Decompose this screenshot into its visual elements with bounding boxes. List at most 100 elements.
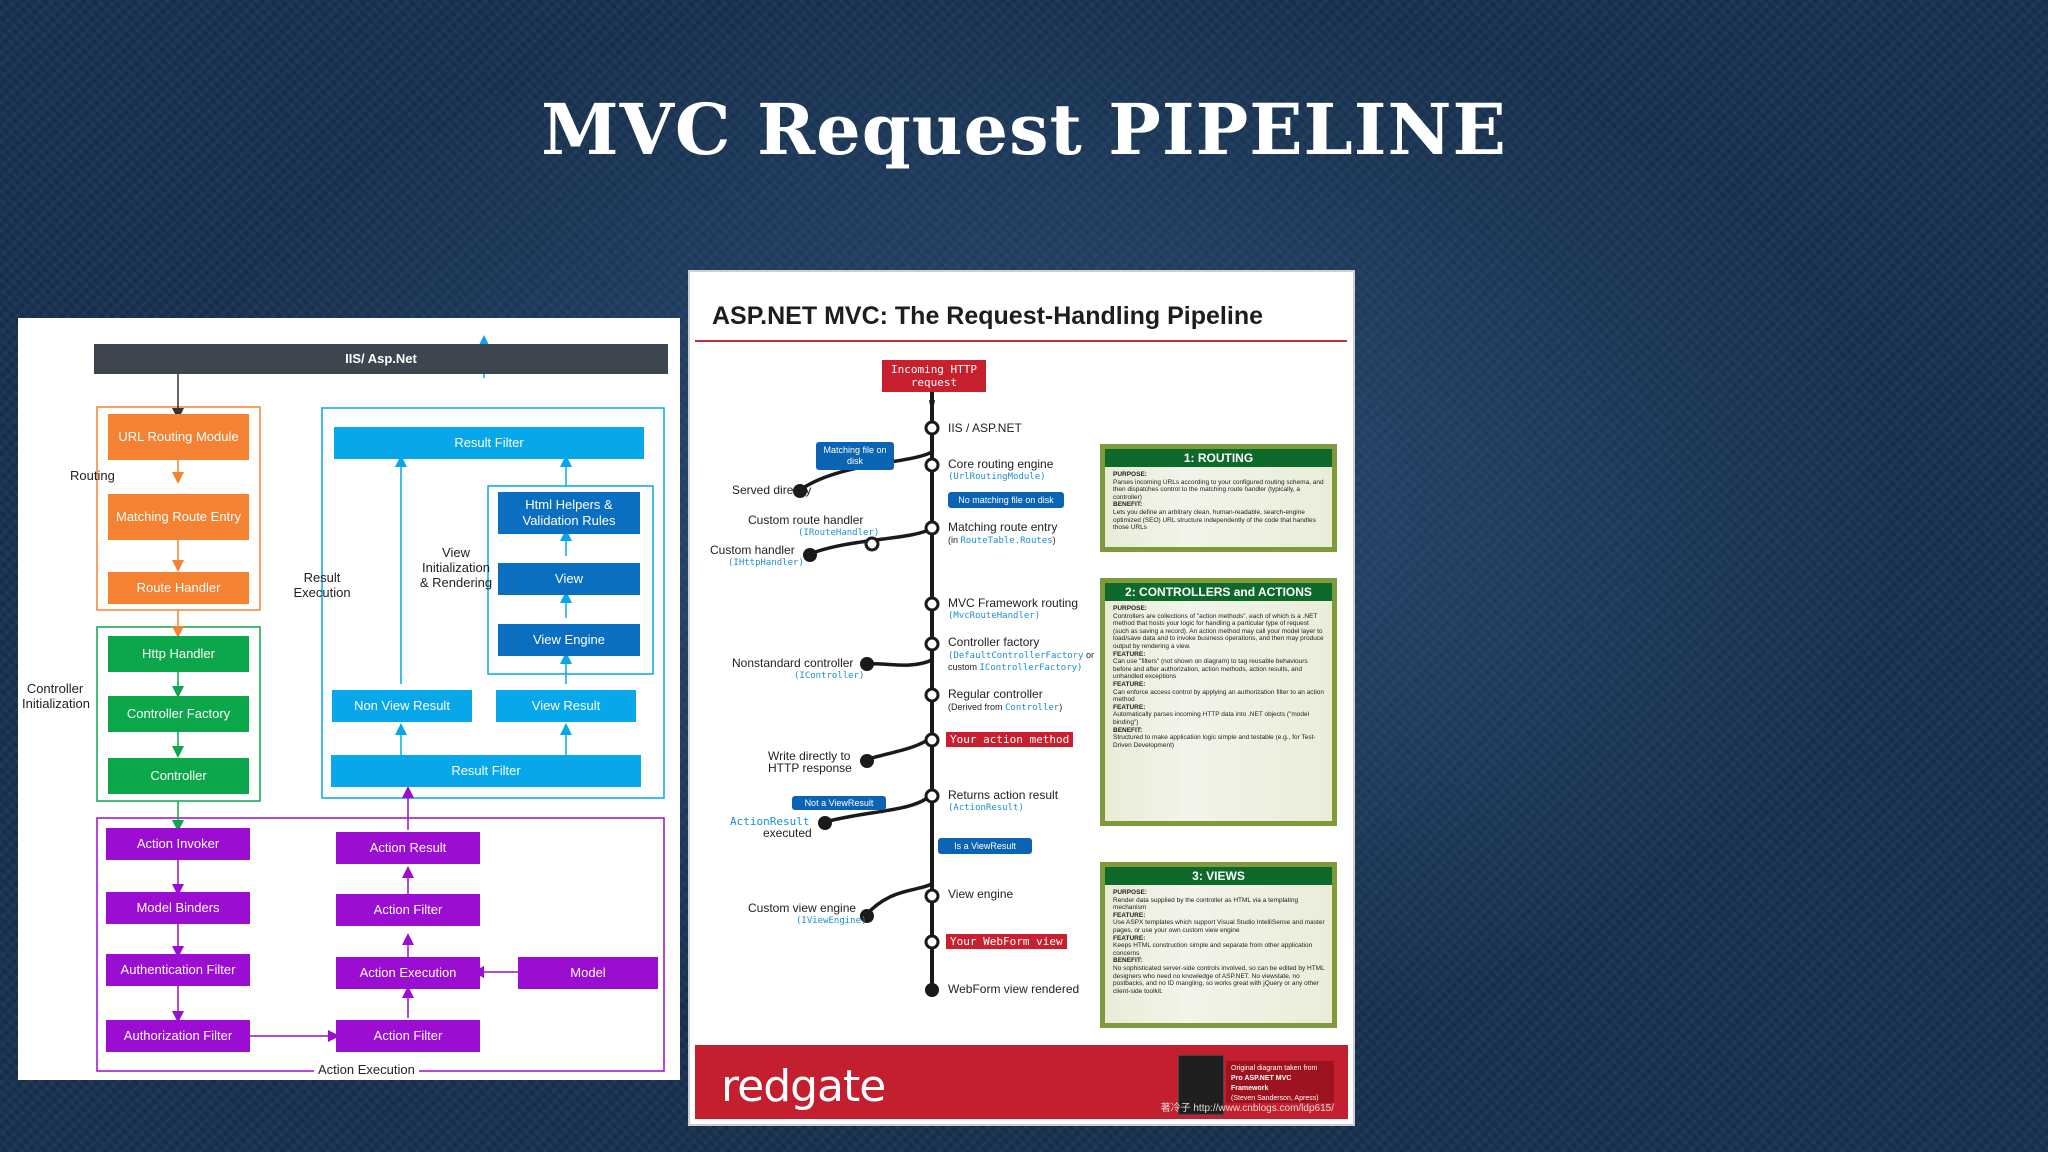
controller-box: Controller (108, 758, 249, 794)
view-box: View (498, 563, 640, 595)
views-feature1-label: FEATURE: (1113, 911, 1146, 919)
controllers-benefit-text: Structured to make application logic sim… (1113, 734, 1316, 749)
routing-purpose-text: Parses incoming URLs according to your c… (1113, 478, 1324, 501)
book-cover-icon (1178, 1055, 1224, 1115)
controller-factory-custom: custom (948, 662, 980, 672)
your-webform-view: Your WebForm view (946, 934, 1067, 949)
controllers-feature2-label: FEATURE: (1113, 680, 1146, 688)
view-initialization-label: View Initialization & Rendering (419, 545, 493, 590)
result-filter-bottom-box: Result Filter (331, 755, 641, 787)
views-feature2-text: Keeps HTML construction simple and separ… (1113, 942, 1313, 957)
controllers-purpose-label: PURPOSE: (1113, 605, 1147, 612)
action-result-box: Action Result (336, 832, 480, 864)
section-controllers-heading: 2: CONTROLLERS and ACTIONS (1105, 583, 1332, 601)
node-returns-result-code: (ActionResult) (948, 803, 1024, 813)
routing-purpose-label: PURPOSE: (1113, 471, 1147, 478)
credit-line-1: Original diagram taken from (1231, 1065, 1318, 1072)
url-routing-module-box: URL Routing Module (108, 414, 249, 460)
credit-line-3: (Steven Sanderson, Apress) (1231, 1095, 1319, 1102)
controllers-feature3-text: Automatically parses incoming HTTP data … (1113, 711, 1310, 726)
node-returns-result: Returns action result (948, 788, 1059, 802)
controller-initialization-label: Controller Initialization (22, 681, 90, 711)
views-feature2-label: FEATURE: (1113, 934, 1146, 942)
node-controller-factory-sub: (DefaultControllerFactory or (948, 649, 1094, 663)
http-handler-box: Http Handler (108, 636, 249, 672)
controller-factory-code: (DefaultControllerFactory (948, 651, 1084, 661)
title-divider (695, 340, 1347, 342)
matching-route-sub-pre: (in (948, 535, 961, 545)
action-filter-bottom-box: Action Filter (336, 1020, 480, 1052)
routing-benefit-label: BENEFIT: (1113, 501, 1143, 509)
callout-no-matching-file: No matching file on disk (948, 492, 1064, 508)
branch-custom-route-handler-code: (IRouteHandler) (798, 528, 880, 538)
watermark-text: 著冷子 http://www.cnblogs.com/ldp615/ (1160, 1103, 1334, 1114)
branch-nonstandard-controller: Nonstandard controller (732, 656, 854, 670)
route-handler-box: Route Handler (108, 572, 249, 604)
section-routing-body: PURPOSE: Parses incoming URLs according … (1113, 471, 1326, 532)
credit-box: Original diagram taken from Pro ASP.NET … (1226, 1061, 1334, 1103)
result-execution-label: Result Execution (293, 570, 351, 600)
result-filter-top-box: Result Filter (334, 427, 644, 459)
non-view-result-box: Non View Result (332, 690, 472, 722)
node-mvc-routing-code: (MvcRouteHandler) (948, 611, 1041, 621)
view-result-box: View Result (496, 690, 636, 722)
section-routing: 1: ROUTING PURPOSE: Parses incoming URLs… (1100, 444, 1337, 552)
branch-nonstandard-controller-code: (IController) (794, 671, 865, 681)
action-invoker-box: Action Invoker (106, 828, 250, 860)
controllers-purpose-text: Controllers are collections of "action m… (1113, 612, 1324, 650)
branch-custom-view-engine: Custom view engine (748, 901, 857, 915)
action-filter-top-box: Action Filter (336, 894, 480, 926)
callout-not-viewresult: Not a ViewResult (792, 796, 886, 810)
branch-custom-view-engine-code: (IViewEngine) (796, 916, 867, 926)
node-mvc-routing: MVC Framework routing (948, 596, 1079, 610)
authentication-filter-box: Authentication Filter (106, 954, 250, 986)
callout-matching-file: Matching file on disk (816, 442, 894, 470)
left-diagram-connectors (96, 335, 665, 1072)
node-core-routing: Core routing engine (948, 457, 1054, 471)
credit-line-2: Pro ASP.NET MVC Framework (1231, 1075, 1292, 1092)
node-regular-controller: Regular controller (948, 687, 1043, 701)
controllers-feature3-label: FEATURE: (1113, 703, 1146, 711)
views-benefit-label: BENEFIT: (1113, 957, 1143, 965)
section-views-heading: 3: VIEWS (1105, 867, 1332, 885)
views-benefit-text: No sophisticated server-side controls in… (1113, 964, 1325, 995)
regular-controller-code: Controller (1005, 703, 1060, 713)
pipeline-title: ASP.NET MVC: The Request-Handling Pipeli… (712, 302, 1263, 330)
section-controllers-body: PURPOSE: Controllers are collections of … (1113, 605, 1326, 749)
node-matching-route: Matching route entry (948, 520, 1058, 534)
matching-route-entry-box: Matching Route Entry (108, 494, 249, 540)
branch-custom-handler: Custom handler (710, 543, 795, 557)
html-helpers-box: Html Helpers & Validation Rules (498, 492, 640, 534)
controller-factory-box: Controller Factory (108, 696, 249, 732)
section-routing-heading: 1: ROUTING (1105, 449, 1332, 467)
branch-actionresult-code: ActionResult (730, 815, 810, 828)
node-regular-controller-sub: (Derived from Controller) (948, 701, 1062, 715)
controllers-feature1-text: Can use "filters" (not shown on diagram)… (1113, 658, 1308, 681)
controller-factory-or: or (1083, 650, 1094, 660)
model-binders-box: Model Binders (106, 892, 250, 924)
node-controller-factory: Controller factory (948, 635, 1040, 649)
node-controller-factory-sub2: custom IControllerFactory) (948, 661, 1082, 675)
matching-route-code: RouteTable.Routes (960, 536, 1053, 546)
branch-served-directly: Served directly (732, 483, 812, 497)
branch-actionresult-executed: executed (763, 826, 812, 840)
matching-route-sub-post: ) (1052, 535, 1056, 545)
regular-controller-sub-pre: (Derived from (948, 702, 1006, 712)
section-views: 3: VIEWS PURPOSE: Render data supplied b… (1100, 862, 1337, 1028)
node-matching-route-sub: (in RouteTable.Routes) (948, 534, 1056, 548)
controllers-feature1-label: FEATURE: (1113, 650, 1146, 658)
routing-benefit-text: Lets you define an arbitrary clean, huma… (1113, 508, 1316, 532)
node-view-engine: View engine (948, 887, 1014, 901)
views-purpose-label: PURPOSE: (1113, 889, 1147, 896)
views-purpose-text: Render data supplied by the controller a… (1113, 896, 1299, 912)
node-iis: IIS / ASP.NET (948, 421, 1022, 435)
branch-write-directly-1: Write directly to (768, 749, 851, 763)
controllers-benefit-label: BENEFIT: (1113, 726, 1143, 734)
request-handling-pipeline-diagram: ASP.NET MVC: The Request-Handling Pipeli… (688, 270, 1355, 1126)
node-webform-rendered: WebForm view rendered (948, 982, 1080, 996)
branch-custom-route-handler: Custom route handler (748, 513, 864, 527)
node-core-routing-code: (UrlRoutingModule) (948, 472, 1046, 482)
branch-write-directly-2: HTTP response (768, 761, 852, 775)
model-box: Model (518, 957, 658, 989)
authorization-filter-box: Authorization Filter (106, 1020, 250, 1052)
